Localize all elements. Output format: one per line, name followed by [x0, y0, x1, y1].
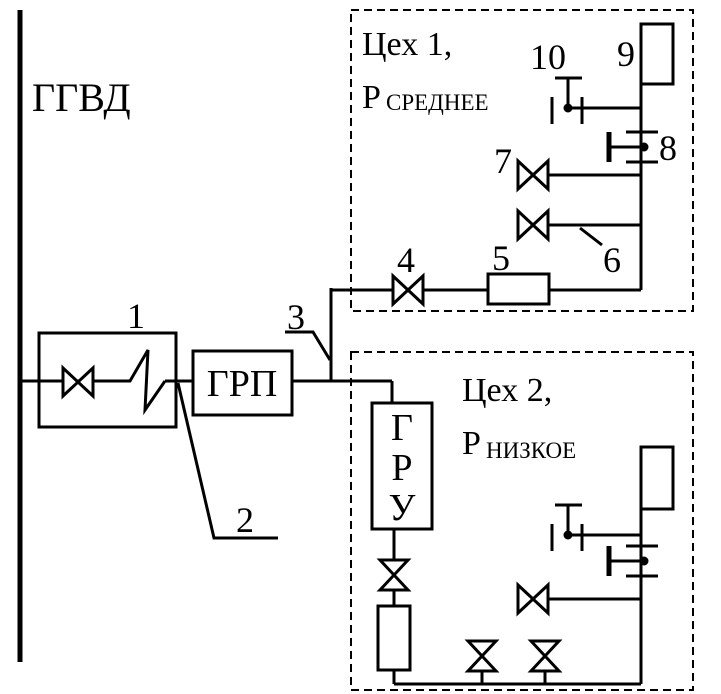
shop2-boundary — [350, 351, 694, 691]
meter-5 — [486, 272, 551, 306]
label-1: 1 — [127, 296, 145, 336]
grp-label: ГРП — [207, 363, 278, 405]
consumer-9 — [639, 22, 675, 86]
shop2-meter — [376, 604, 412, 672]
shop1-pressure-sub: СРЕДНЕЕ — [386, 90, 489, 115]
grp-box — [191, 349, 294, 417]
shop1-title: Цех 1, — [362, 26, 452, 63]
label-8: 8 — [659, 128, 677, 168]
shop2-consumer — [639, 445, 675, 511]
shop1-pressure-p: P — [362, 79, 381, 116]
gru-box — [370, 401, 434, 531]
gru-letter-3: У — [389, 487, 416, 529]
leader-6 — [579, 226, 603, 247]
shop2-title: Цех 2, — [462, 372, 552, 409]
valve-7-icon — [516, 157, 550, 193]
shop2-branch-valve-icon — [516, 581, 550, 617]
inlet-node-box — [37, 331, 178, 429]
shop2-drain-valve-b-icon — [527, 639, 563, 673]
label-2: 2 — [236, 500, 254, 540]
gru-letter-2: Р — [391, 447, 412, 489]
label-4: 4 — [397, 240, 415, 280]
gru-letter-1: Г — [391, 407, 413, 449]
valve-6-icon — [516, 207, 550, 243]
plug-cock-8-icon — [606, 130, 658, 164]
label-5: 5 — [492, 238, 510, 278]
label-7: 7 — [494, 141, 512, 181]
shop2-drain-valve-a-icon — [464, 639, 500, 673]
shop2-pressure-p: P — [462, 425, 481, 462]
shop2-inlet-valve-icon — [376, 558, 412, 592]
label-9: 9 — [617, 34, 635, 74]
main-line-label: ГГВД — [32, 75, 131, 120]
label-3: 3 — [287, 297, 305, 337]
shop2-test-point-icon — [550, 503, 641, 551]
shop2-pressure-sub: НИЗКОЕ — [486, 438, 576, 463]
inlet-valve-icon — [61, 364, 95, 400]
label-6: 6 — [603, 240, 621, 280]
leader-2 — [176, 382, 278, 540]
shop1-boundary — [350, 9, 694, 312]
insulating-joint-icon — [125, 349, 167, 416]
label-10: 10 — [530, 37, 566, 77]
shop2-plug-cock-icon — [606, 544, 658, 578]
leader-3 — [285, 330, 332, 361]
test-point-10-icon — [550, 76, 641, 124]
valve-4-icon — [391, 272, 425, 308]
